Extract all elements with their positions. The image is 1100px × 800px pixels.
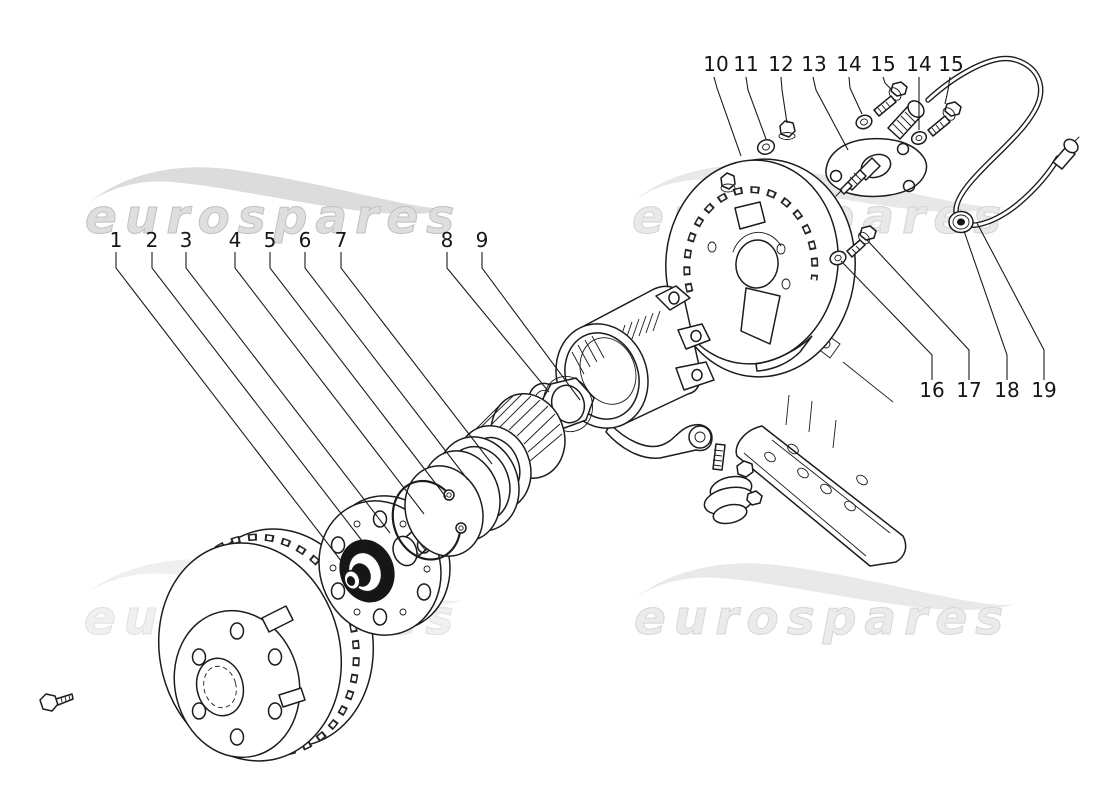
shield-lower-window: [740, 287, 781, 345]
coil-spring: [404, 450, 501, 557]
leader-line-8: [446, 252, 550, 393]
callout-9: 9: [476, 228, 489, 252]
callout-11: 11: [733, 52, 758, 76]
watermark-swoosh: [630, 563, 1016, 610]
leader-line-7: [340, 252, 493, 465]
ball-joint-side-nut: [746, 490, 763, 506]
leader-line-5: [269, 252, 447, 498]
washer-11: [756, 139, 776, 155]
small-bolt: [39, 693, 74, 712]
bolt-15a: [873, 81, 908, 117]
watermark-top-left: eurospares: [85, 167, 462, 246]
callout-1: 1: [110, 228, 123, 252]
callout-15: 15: [938, 52, 963, 76]
speedometer-drive-housing: [825, 137, 928, 198]
cable-end-fitting: [887, 100, 925, 140]
leader-line-19: [976, 222, 1045, 380]
callout-6: 6: [299, 228, 312, 252]
callout-7: 7: [335, 228, 348, 252]
carrier-ear-2: [677, 323, 711, 350]
callout-18: 18: [994, 378, 1019, 402]
leader-line-6: [304, 252, 469, 481]
speedometer-cable: [887, 55, 1080, 234]
watermark-bottom-right: eurospares: [630, 563, 1016, 647]
leader-line-4: [234, 252, 425, 515]
circlip: [391, 479, 467, 561]
shield-center-hole: [735, 239, 779, 289]
leader-line-11: [745, 76, 767, 140]
leader-line-16: [840, 260, 933, 380]
callout-13: 13: [801, 52, 826, 76]
bolt-17: [846, 225, 877, 258]
ball-joint: [703, 443, 763, 525]
leader-line-14: [848, 76, 863, 115]
leader-line-1: [115, 252, 346, 567]
disc-notch: [261, 605, 294, 633]
carrier-ear-3: [675, 361, 715, 391]
leader-line-2: [151, 252, 367, 547]
ball-joint-nut: [736, 460, 754, 478]
carrier-top-ear: [655, 285, 691, 311]
disc-notch: [278, 687, 306, 708]
callout-2: 2: [146, 228, 159, 252]
washer-14a: [855, 114, 873, 130]
callout-14: 14: [906, 52, 931, 76]
nut-12: [778, 120, 796, 140]
leader-line-3: [185, 252, 391, 534]
brake-dust-shield: [665, 158, 856, 378]
leader-line-15: [944, 76, 951, 105]
callout-19: 19: [1031, 378, 1056, 402]
bolt-15b: [927, 101, 962, 137]
leader-line-10: [713, 76, 742, 157]
leader-line-13: [812, 76, 849, 151]
cable-grommet: [948, 210, 974, 234]
washer-14b: [910, 131, 928, 145]
callout-16: 16: [919, 378, 944, 402]
callout-15: 15: [870, 52, 895, 76]
callout-8: 8: [441, 228, 454, 252]
callout-4: 4: [229, 228, 242, 252]
leader-line-9: [481, 252, 581, 401]
cable-upper-fitting: [1052, 136, 1080, 170]
watermark-text: eurospares: [85, 190, 462, 245]
callout-5: 5: [264, 228, 277, 252]
leader-line-15: [882, 76, 892, 90]
watermark-swoosh: [85, 167, 459, 214]
leader-line-18: [963, 230, 1008, 380]
shield-bolt: [720, 172, 736, 190]
leader-line-17: [866, 239, 970, 380]
callout-17: 17: [956, 378, 981, 402]
watermark-text: eurospares: [634, 591, 1011, 646]
callout-12: 12: [768, 52, 793, 76]
shield-window: [734, 201, 766, 230]
callout-3: 3: [180, 228, 193, 252]
disc-center-hole: [195, 657, 245, 717]
leader-line-12: [780, 76, 788, 124]
callout-14: 14: [836, 52, 861, 76]
callout-10: 10: [703, 52, 728, 76]
